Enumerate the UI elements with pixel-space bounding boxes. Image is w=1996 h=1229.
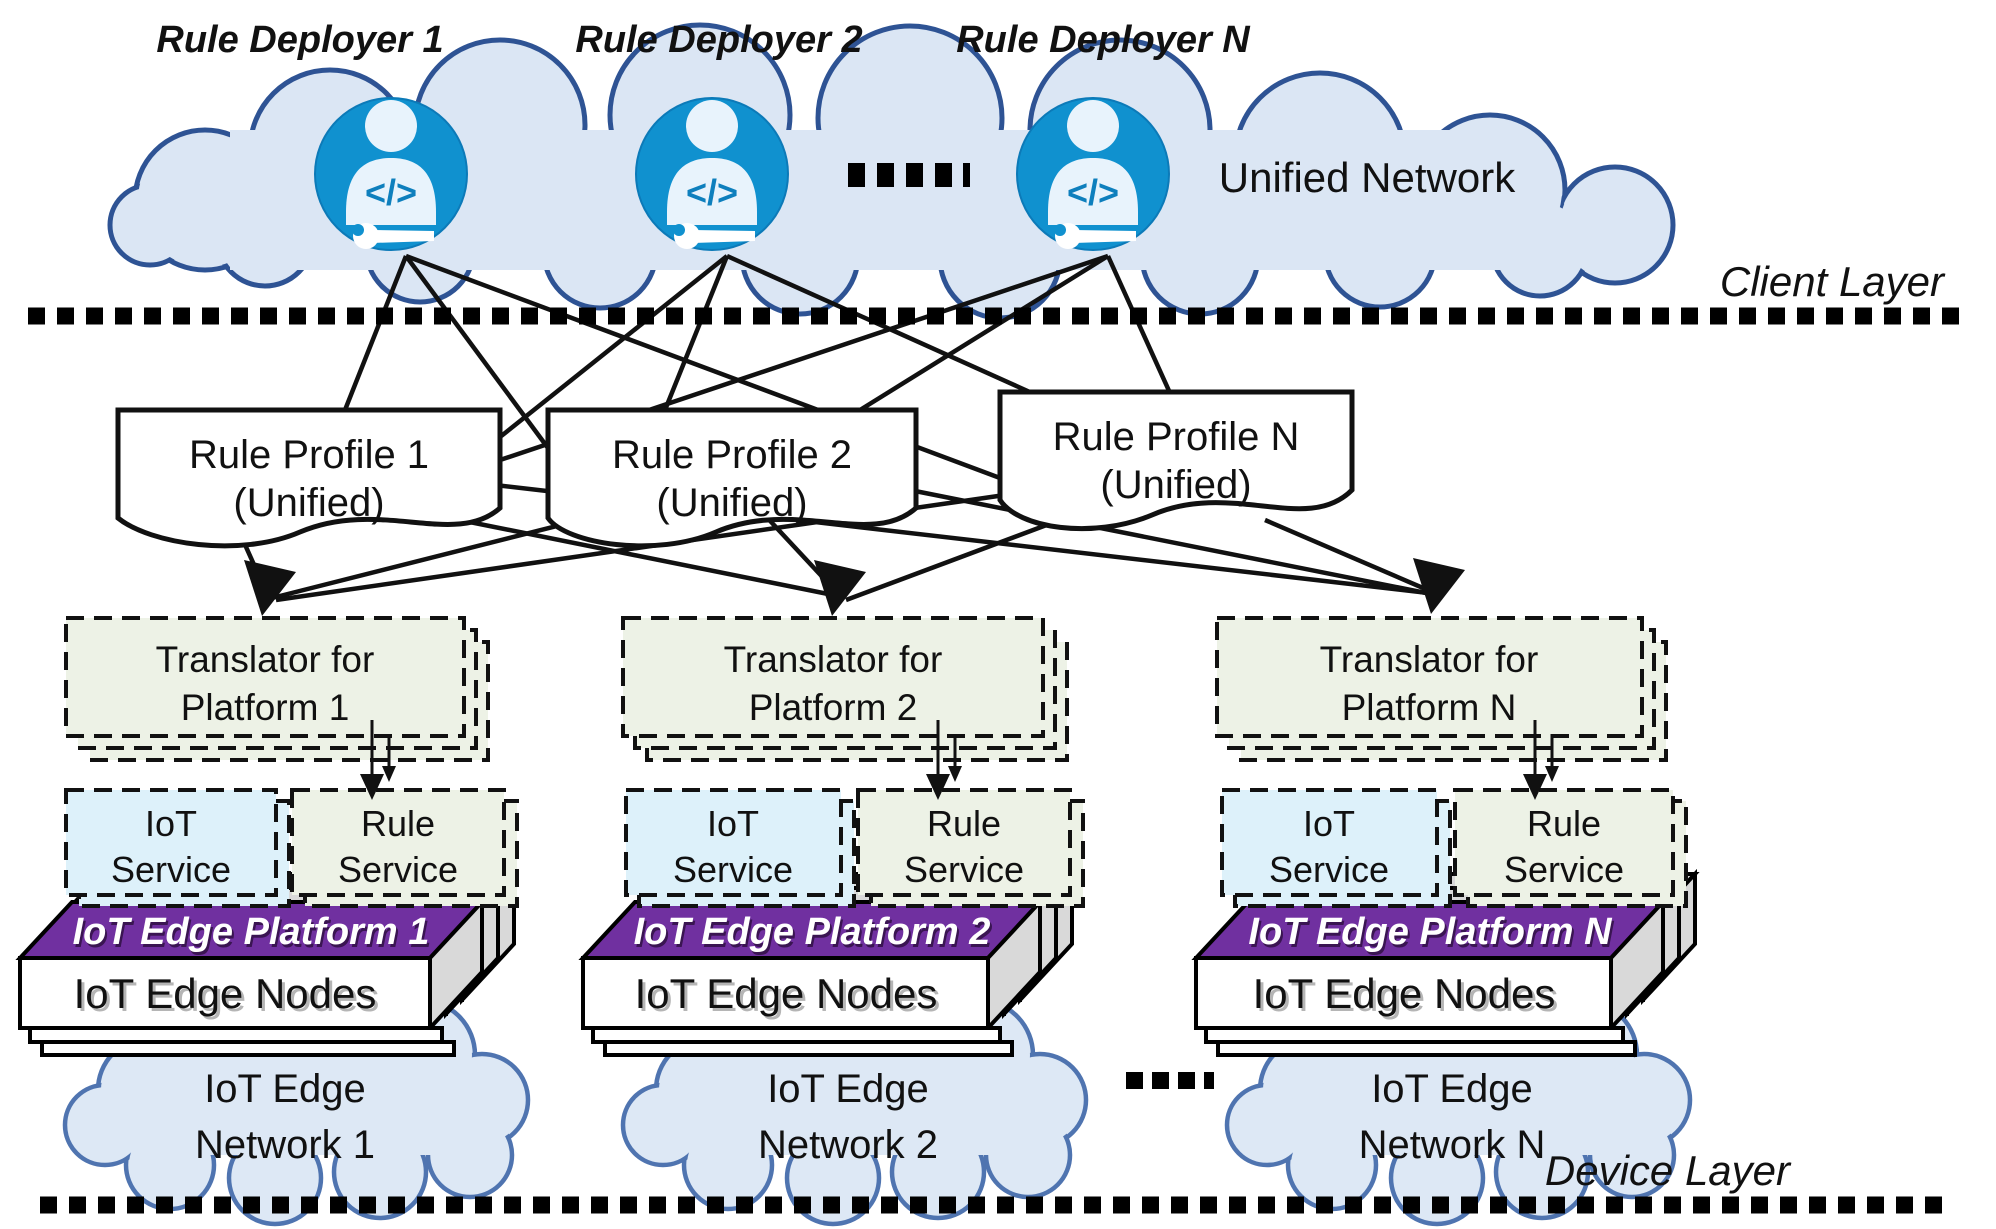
iot-service-line2: Service <box>111 849 231 890</box>
iot-edge-network-1-label-line1: IoT Edge <box>204 1067 366 1111</box>
platform-cluster-2: IoT Edge Platform 2 IoT Edge Platform 2 … <box>578 616 1089 1227</box>
platform-label: IoT Edge Platform 2 <box>634 911 991 953</box>
rule-service-line2: Service <box>1504 849 1624 890</box>
iot-service-box: IoT Service <box>1220 788 1452 908</box>
rule-profile-n-subtitle: (Unified) <box>1100 463 1251 507</box>
platform-label: IoT Edge Platform N <box>1248 911 1613 953</box>
arrowhead-translator-1 <box>244 560 296 616</box>
rule-service-line2: Service <box>904 849 1024 890</box>
iot-service-line2: Service <box>673 849 793 890</box>
rule-profile-1-title: Rule Profile 1 <box>189 433 429 477</box>
developer-person-icon: </> <box>1016 97 1170 251</box>
rule-profile-2-subtitle: (Unified) <box>656 481 807 525</box>
deployment-lines <box>222 253 1442 603</box>
rule-profile-2-title: Rule Profile 2 <box>612 433 852 477</box>
translator-2-line2: Platform 2 <box>749 687 918 728</box>
rule-service-box: Rule Service <box>1453 788 1688 908</box>
developer-person-icon: </> <box>314 97 468 251</box>
translator-1-line2: Platform 1 <box>181 687 350 728</box>
translator-1-line1: Translator for <box>156 639 375 680</box>
iot-edge-platform-1-box: IoT Edge Platform 1 IoT Edge Platform 1 … <box>15 896 487 1057</box>
wrench-icon <box>352 223 434 249</box>
rule-deployer-2: Rule Deployer 2 </> <box>575 19 863 251</box>
code-glyph: </> <box>365 172 417 213</box>
arrowhead-translator-2 <box>814 560 866 616</box>
rule-service-line1: Rule <box>927 803 1001 844</box>
translate-arrow-n <box>1523 720 1559 800</box>
rule-service-line1: Rule <box>1527 803 1601 844</box>
iot-edge-network-2-label-line1: IoT Edge <box>767 1067 929 1111</box>
wrench-icon <box>1054 223 1136 249</box>
rule-service-box: Rule Service <box>290 788 519 908</box>
client-layer-label: Client Layer <box>1720 258 1946 305</box>
nodes-label-shadow: IoT Edge Nodes <box>638 973 941 1020</box>
nodes-label: IoT Edge Nodes <box>74 970 377 1017</box>
rule-profile-n: Rule Profile N (Unified) <box>997 389 1355 532</box>
device-layer-label: Device Layer <box>1545 1147 1792 1194</box>
platform-cluster-1: IoT Edge Platform 1 IoT Edge Platform 1 … <box>15 616 531 1227</box>
iot-edge-platform-n-box: IoT Edge Platform N IoT Edge Platform N … <box>1191 896 1668 1057</box>
iot-service-box: IoT Service <box>624 788 856 908</box>
platform-label: IoT Edge Platform 1 <box>73 911 430 953</box>
code-glyph: </> <box>686 172 738 213</box>
translator-n-line2: Platform N <box>1342 687 1517 728</box>
rule-service-line2: Service <box>338 849 458 890</box>
network-ellipsis-dots <box>1126 1072 1214 1089</box>
developer-person-icon: </> <box>635 97 789 251</box>
rule-deployer-1: Rule Deployer 1 </> <box>156 19 468 251</box>
wrench-icon <box>673 223 755 249</box>
iot-edge-network-1-label-line2: Network 1 <box>195 1123 375 1167</box>
rule-deployer-2-label: Rule Deployer 2 <box>575 19 862 61</box>
translator-box-2: Translator for Platform 2 <box>621 616 1069 762</box>
unified-network-label: Unified Network <box>1219 154 1516 201</box>
iot-edge-network-n-label-line1: IoT Edge <box>1371 1067 1533 1111</box>
iot-service-line1: IoT <box>1303 803 1355 844</box>
platform-label-shadow: IoT Edge Platform 1 <box>75 914 432 956</box>
rule-deployer-n: Rule Deployer N </> <box>956 19 1251 251</box>
platform-label-shadow: IoT Edge Platform 2 <box>636 914 993 956</box>
code-glyph: </> <box>1067 172 1119 213</box>
rule-deployer-1-label: Rule Deployer 1 <box>156 19 443 61</box>
iot-service-box: IoT Service <box>64 788 291 908</box>
rule-profile-1: Rule Profile 1 (Unified) <box>115 407 503 549</box>
rule-deployer-n-label: Rule Deployer N <box>956 19 1251 61</box>
iot-service-line1: IoT <box>707 803 759 844</box>
deployer-ellipsis-dots <box>848 163 970 187</box>
platform-cluster-n: IoT Edge Platform N IoT Edge Platform N … <box>1191 616 1700 1227</box>
iot-service-line2: Service <box>1269 849 1389 890</box>
iot-edge-network-2-label-line2: Network 2 <box>758 1123 938 1167</box>
nodes-label-shadow: IoT Edge Nodes <box>77 973 380 1020</box>
nodes-label: IoT Edge Nodes <box>635 970 938 1017</box>
rule-service-box: Rule Service <box>856 788 1085 908</box>
translate-arrow-2 <box>926 720 962 800</box>
nodes-label: IoT Edge Nodes <box>1253 970 1556 1017</box>
rule-profile-1-subtitle: (Unified) <box>233 481 384 525</box>
nodes-label-shadow: IoT Edge Nodes <box>1256 973 1559 1020</box>
translate-arrow-1 <box>360 720 396 800</box>
platform-label-shadow: IoT Edge Platform N <box>1250 914 1615 956</box>
rule-service-line1: Rule <box>361 803 435 844</box>
translator-2-line1: Translator for <box>724 639 943 680</box>
translator-box-1: Translator for Platform 1 <box>64 616 490 762</box>
translator-box-n: Translator for Platform N <box>1215 616 1668 762</box>
rule-profile-2: Rule Profile 2 (Unified) <box>545 407 919 549</box>
translator-arrowheads <box>244 558 1465 616</box>
iot-edge-platform-2-box: IoT Edge Platform 2 IoT Edge Platform 2 … <box>578 896 1045 1057</box>
arrowhead-translator-n <box>1413 558 1465 614</box>
iot-service-line1: IoT <box>145 803 197 844</box>
translator-n-line1: Translator for <box>1320 639 1539 680</box>
rule-profile-n-title: Rule Profile N <box>1053 415 1300 459</box>
iot-edge-network-n-label-line2: Network N <box>1359 1123 1546 1167</box>
